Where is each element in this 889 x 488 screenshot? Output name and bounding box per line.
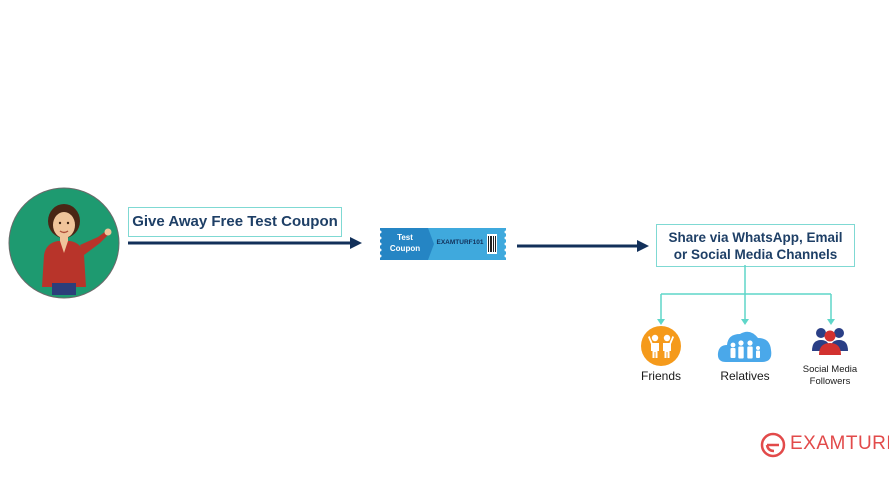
flow-arrow-1 <box>128 237 362 249</box>
relatives-label: Relatives <box>720 369 770 383</box>
coupon-title: Test Coupon <box>382 232 428 254</box>
social-followers-label: Social Media Followers <box>790 364 870 388</box>
social-followers-line2: Followers <box>809 376 851 387</box>
brand-name: EXAMTURF <box>790 433 889 454</box>
friends-icon <box>640 325 682 367</box>
coupon-code: EXAMTURF101 <box>436 239 484 246</box>
give-coupon-step: Give Away Free Test Coupon <box>128 207 342 237</box>
share-channels-step: Share via WhatsApp, Email or Social Medi… <box>656 224 855 267</box>
family-cloud-icon <box>716 326 774 364</box>
test-coupon: Test Coupon EXAMTURF101 <box>378 226 508 262</box>
branch-connectors <box>657 265 835 325</box>
examturf-logo-icon <box>760 432 786 458</box>
coupon-title-line1: Test <box>397 233 413 242</box>
flow-arrow-2 <box>517 240 649 252</box>
share-line-2: or Social Media Channels <box>673 246 838 262</box>
friends-label: Friends <box>640 369 681 383</box>
group-users-icon <box>811 325 849 355</box>
social-followers-line1: Social Media <box>802 364 858 375</box>
presenter-avatar <box>8 187 120 299</box>
coupon-title-line2: Coupon <box>389 244 421 253</box>
share-line-1: Share via WhatsApp, Email <box>668 229 843 245</box>
